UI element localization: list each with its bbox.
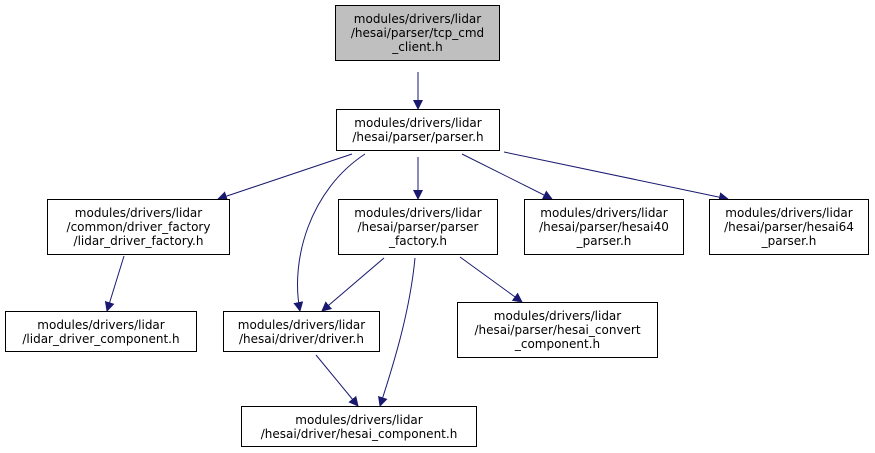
node-line: /hesai/parser/parser [357,220,479,234]
node-line: modules/drivers/lidar [37,317,165,332]
node-line: modules/drivers/lidar [353,12,482,26]
node-line: _parser.h [761,234,817,248]
node-line: modules/drivers/lidar [354,206,482,220]
node-line: modules/drivers/lidar [354,116,482,130]
node-tcp-cmd-client: modules/drivers/lidar /hesai/parser/tcp_… [335,5,500,61]
node-lidar-driver-component[interactable]: modules/drivers/lidar /lidar_driver_comp… [5,311,197,352]
node-line: _parser.h [576,234,632,248]
node-hesai-convert-component[interactable]: modules/drivers/lidar /hesai/parser/hesa… [457,302,658,358]
node-line: modules/drivers/lidar [237,317,366,332]
edge-lidar-driver-component-to-lidar-driver-factory [104,255,125,312]
node-line: /lidar_driver_factory.h [73,234,204,248]
node-line: modules/drivers/lidar [725,206,853,220]
edge-lidar-driver-factory-to-parser [217,153,353,201]
edge-hesai40-parser-to-parser [461,153,553,200]
node-hesai40-parser[interactable]: modules/drivers/lidar /hesai/parser/hesa… [524,199,684,255]
edge-hesai-component-to-driver [315,354,359,407]
node-line: _factory.h [389,234,447,248]
node-line: modules/drivers/lidar [295,412,423,427]
node-line: modules/drivers/lidar [493,309,622,323]
node-line: modules/drivers/lidar [74,206,203,220]
node-line: /hesai/parser/hesai40 [539,220,669,234]
edge-hesai-convert-component-to-parser-factory [459,256,523,303]
node-parser-factory[interactable]: modules/drivers/lidar /hesai/parser/pars… [338,199,498,255]
node-hesai-component[interactable]: modules/drivers/lidar /hesai/driver/hesa… [241,406,477,447]
edge-hesai64-parser-to-parser [503,151,729,203]
edge-driver-to-parser-factory [321,257,385,312]
node-line: /common/driver_factory [66,220,211,234]
node-line: /hesai/parser/hesai64 [724,220,854,234]
node-line: /hesai/driver/hesai_component.h [260,426,458,441]
node-parser[interactable]: modules/drivers/lidar /hesai/parser/pars… [336,109,500,151]
edge-driver-to-parser [293,153,366,312]
node-driver[interactable]: modules/drivers/lidar /hesai/driver/driv… [223,311,380,352]
node-line: /hesai/driver/driver.h [239,331,364,346]
node-line: _client.h [392,40,443,54]
node-lidar-driver-factory[interactable]: modules/drivers/lidar /common/driver_fac… [47,199,230,255]
node-line: /hesai/parser/hesai_convert [474,323,641,337]
node-line: /lidar_driver_component.h [22,331,180,346]
node-line: /hesai/parser/parser.h [352,130,484,144]
edge-hesai-component-to-parser-factory [378,257,416,407]
node-hesai64-parser[interactable]: modules/drivers/lidar /hesai/parser/hesa… [709,199,869,255]
node-line: /hesai/parser/tcp_cmd [350,26,485,40]
node-line: _component.h [514,337,601,351]
node-line: modules/drivers/lidar [540,206,668,220]
